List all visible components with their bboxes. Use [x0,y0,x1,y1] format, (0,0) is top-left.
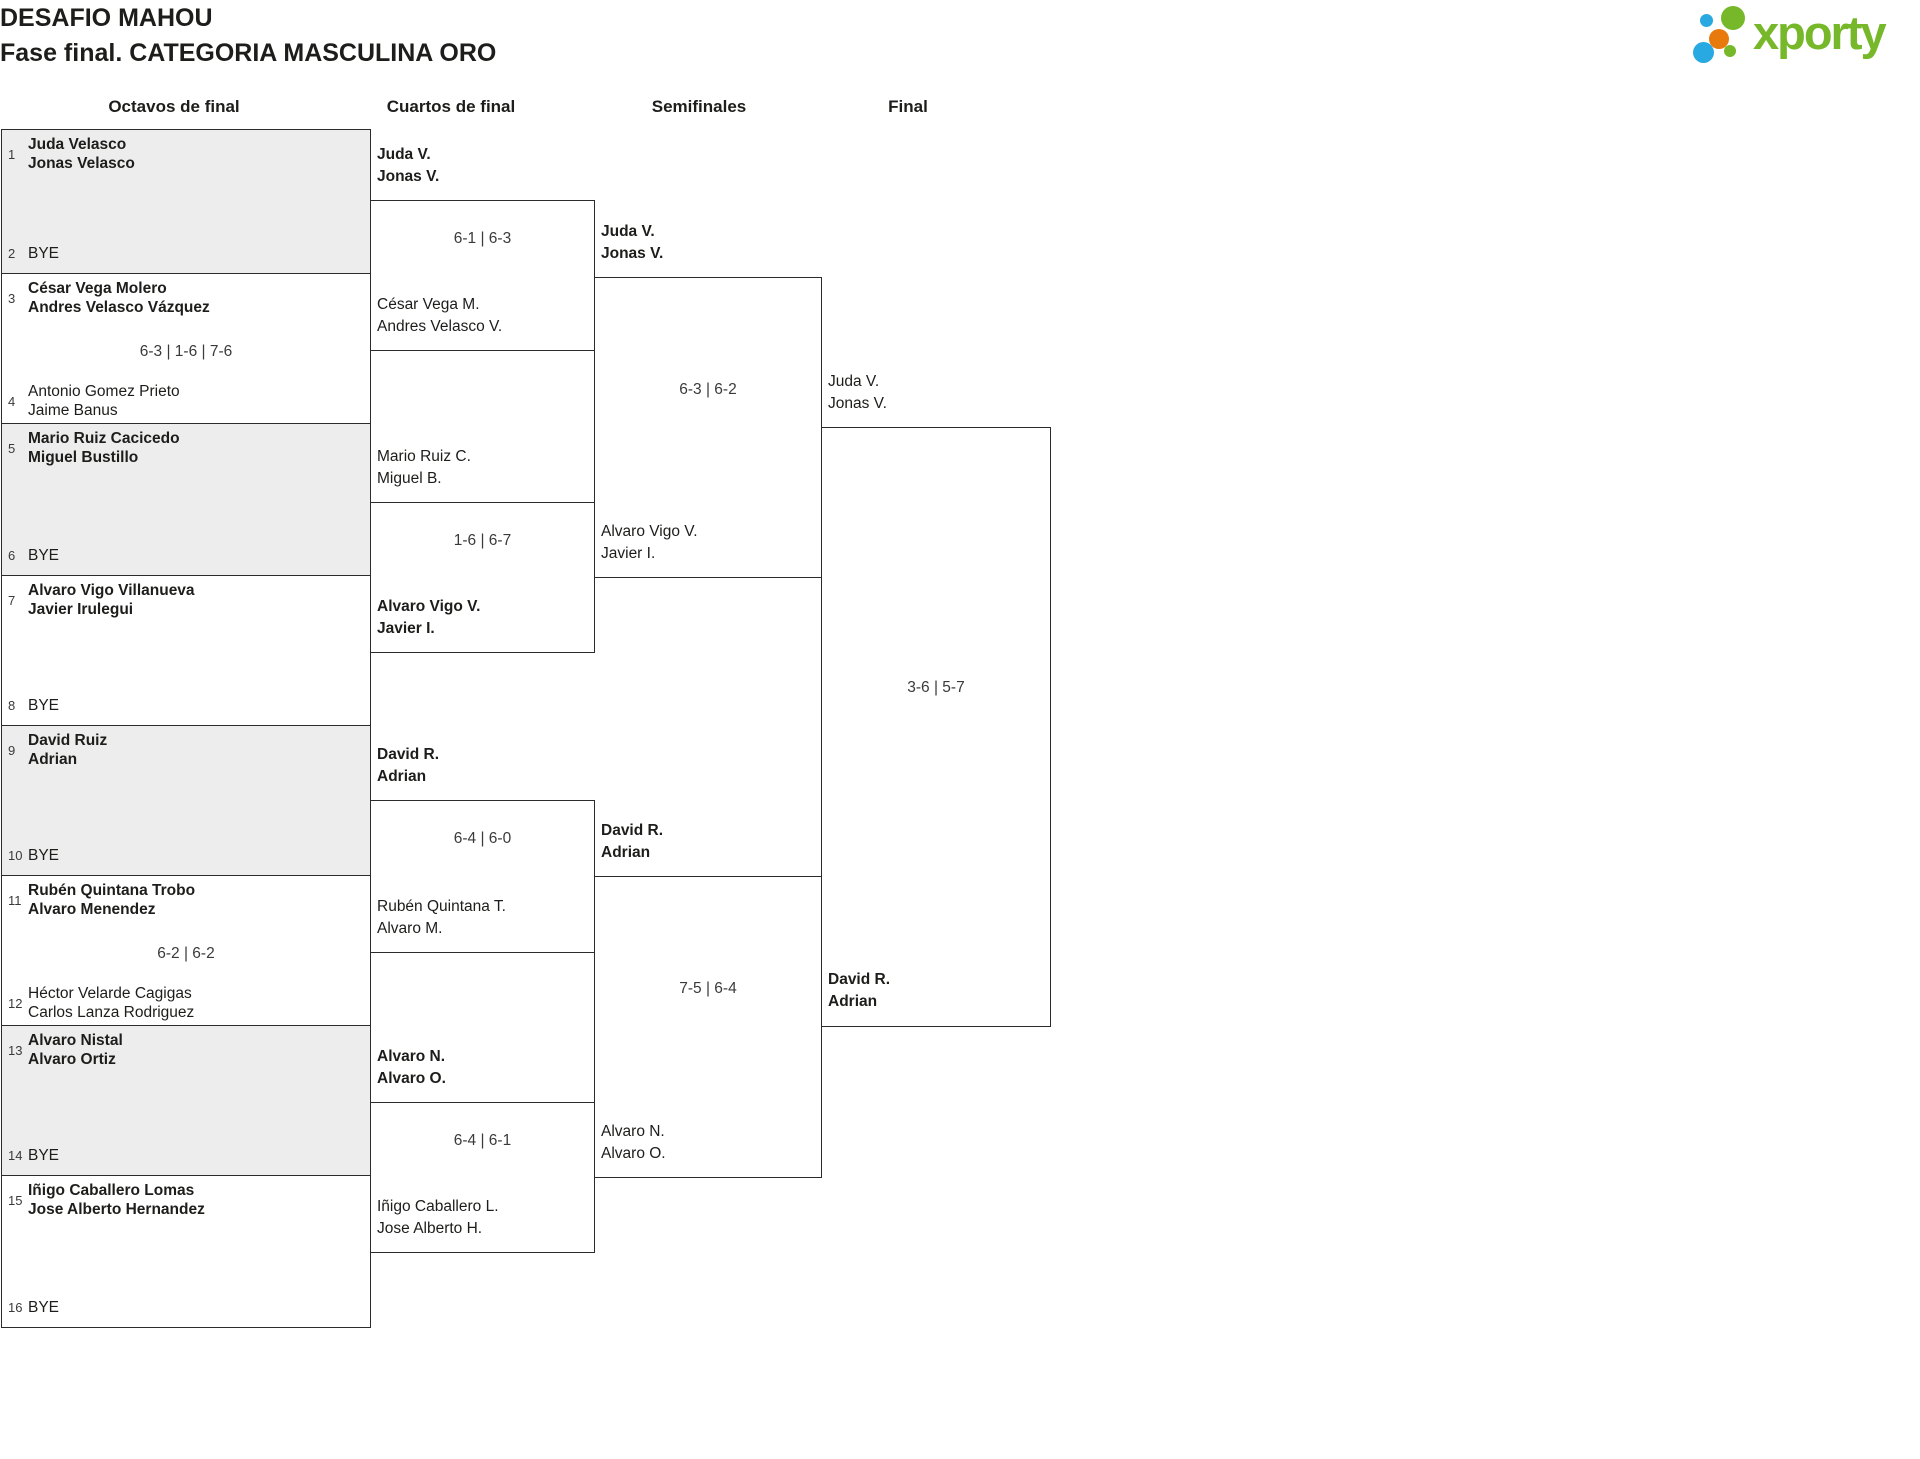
match-score: 7-5 | 6-4 [679,980,737,997]
match-score: 6-4 | 6-1 [453,1132,512,1149]
team-slot: 16 BYE [2,1298,370,1317]
team-slot: 3 César Vega Molero Andres Velasco Vázqu… [2,279,370,317]
round-header-octavos: Octavos de final [108,97,240,116]
seed-number: 4 [8,393,16,409]
seed-number: 1 [8,146,16,162]
octavos-match-1: 1 Juda Velasco Jonas Velasco 2 BYE [1,129,371,274]
seed-number: 6 [8,548,16,563]
seed-number: 9 [8,742,16,758]
octavos-match-8: 15 Iñigo Caballero Lomas Jose Alberto He… [1,1175,371,1328]
match-score: 6-3 | 6-2 [679,381,737,398]
match-score: 3-6 | 5-7 [907,679,965,696]
seed-number: 12 [8,995,23,1011]
match-score: 6-4 | 6-0 [453,830,512,847]
team-slot: 10 BYE [2,846,370,865]
semifinal-entrant: Alvaro Vigo V. Javier I. [601,523,698,562]
page-header: DESAFIO MAHOU Fase final. CATEGORIA MASC… [0,1,496,71]
octavos-match-5: 9 David Ruiz Adrian 10 BYE [1,725,371,876]
final-entrant: Juda V. Jonas V. [828,373,887,412]
team-names: David Ruiz Adrian [28,732,108,768]
seed-number: 8 [8,698,16,713]
team-names: BYE [28,697,60,714]
team-slot: 6 BYE [2,546,370,565]
match-score: 6-1 | 6-3 [453,230,512,247]
team-names: BYE [28,1299,60,1316]
seed-number: 7 [8,592,16,608]
cuartos-entrant: Juda V. Jonas V. [377,146,440,185]
octavos-match-6: 11 Rubén Quintana Trobo Alvaro Menendez … [1,875,371,1026]
match-score: 6-2 | 6-2 [157,945,215,962]
team-names: Alvaro Nistal Alvaro Ortiz [28,1032,123,1068]
semifinal-match-2 [594,876,822,1178]
round-header-cuartos: Cuartos de final [386,97,516,116]
cuartos-match-1 [370,200,595,351]
logo-dot-green-small [1724,45,1736,57]
final-match [821,427,1051,1027]
cuartos-entrant: Alvaro Vigo V. Javier I. [377,598,481,637]
logo-wordmark: xporty [1753,6,1887,59]
team-names: Héctor Velarde Cagigas Carlos Lanza Rodr… [28,985,195,1021]
semifinal-entrant: David R. Adrian [601,822,664,861]
team-names: César Vega Molero Andres Velasco Vázquez [28,280,210,316]
team-slot: 7 Alvaro Vigo Villanueva Javier Irulegui [2,581,370,619]
seed-number: 5 [8,440,16,456]
team-names: Alvaro Vigo Villanueva Javier Irulegui [28,582,195,618]
team-names: BYE [28,847,60,864]
seed-number: 14 [8,1148,23,1163]
tournament-subtitle: Fase final. CATEGORIA MASCULINA ORO [0,39,497,67]
cuartos-entrant: Alvaro N. Alvaro O. [377,1048,446,1087]
seed-number: 3 [8,290,16,306]
team-names: Mario Ruiz Cacicedo Miguel Bustillo [28,430,180,466]
xporty-logo[interactable]: xporty [1690,0,1920,70]
round-header-semifinales: Semifinales [651,97,747,116]
team-names: Iñigo Caballero Lomas Jose Alberto Herna… [28,1182,205,1218]
seed-number: 11 [8,892,22,908]
octavos-match-3: 5 Mario Ruiz Cacicedo Miguel Bustillo 6 … [1,423,371,576]
logo-dot-green-large [1721,6,1745,30]
team-slot: 8 BYE [2,696,370,715]
seed-number: 10 [8,848,23,863]
team-slot: 11 Rubén Quintana Trobo Alvaro Menendez [2,881,370,919]
cuartos-entrant: Rubén Quintana T. Alvaro M. [377,898,506,937]
team-names: BYE [28,1147,60,1164]
octavos-match-2: 3 César Vega Molero Andres Velasco Vázqu… [1,273,371,424]
match-score: 1-6 | 6-7 [453,532,512,549]
seed-number: 13 [8,1042,23,1058]
team-slot: 2 BYE [2,244,370,263]
final-entrant: David R. Adrian [828,971,891,1010]
cuartos-entrant: Mario Ruiz C. Miguel B. [377,448,471,487]
team-names: BYE [28,245,60,262]
team-slot: 4 Antonio Gomez Prieto Jaime Banus [2,382,370,420]
team-slot: 1 Juda Velasco Jonas Velasco [2,135,370,173]
seed-number: 2 [8,246,16,261]
semifinal-entrant: Juda V. Jonas V. [601,223,664,262]
semifinal-entrant: Alvaro N. Alvaro O. [601,1123,666,1162]
team-slot: 15 Iñigo Caballero Lomas Jose Alberto He… [2,1181,370,1219]
octavos-match-7: 13 Alvaro Nistal Alvaro Ortiz 14 BYE [1,1025,371,1176]
cuartos-entrant: David R. Adrian [377,746,440,785]
team-names: BYE [28,547,60,564]
logo-dot-blue-small [1700,14,1713,27]
match-score: 6-3 | 1-6 | 7-6 [139,343,233,360]
tournament-title: DESAFIO MAHOU [0,4,213,32]
cuartos-entrant: César Vega M. Andres Velasco V. [377,296,503,335]
team-slot: 12 Héctor Velarde Cagigas Carlos Lanza R… [2,984,370,1022]
team-names: Rubén Quintana Trobo Alvaro Menendez [28,882,196,918]
logo-dot-blue-large [1693,42,1714,63]
octavos-match-4: 7 Alvaro Vigo Villanueva Javier Irulegui… [1,575,371,726]
seed-number: 15 [8,1192,23,1208]
team-names: Juda Velasco Jonas Velasco [28,136,135,172]
round-header-final: Final [888,97,928,116]
team-slot: 14 BYE [2,1146,370,1165]
team-names: Antonio Gomez Prieto Jaime Banus [28,383,180,419]
team-slot: 5 Mario Ruiz Cacicedo Miguel Bustillo [2,429,370,467]
team-slot: 9 David Ruiz Adrian [2,731,370,769]
cuartos-entrant: Iñigo Caballero L. Jose Alberto H. [377,1198,499,1237]
logo-dot-orange [1709,29,1729,49]
seed-number: 16 [8,1300,23,1315]
team-slot: 13 Alvaro Nistal Alvaro Ortiz [2,1031,370,1069]
